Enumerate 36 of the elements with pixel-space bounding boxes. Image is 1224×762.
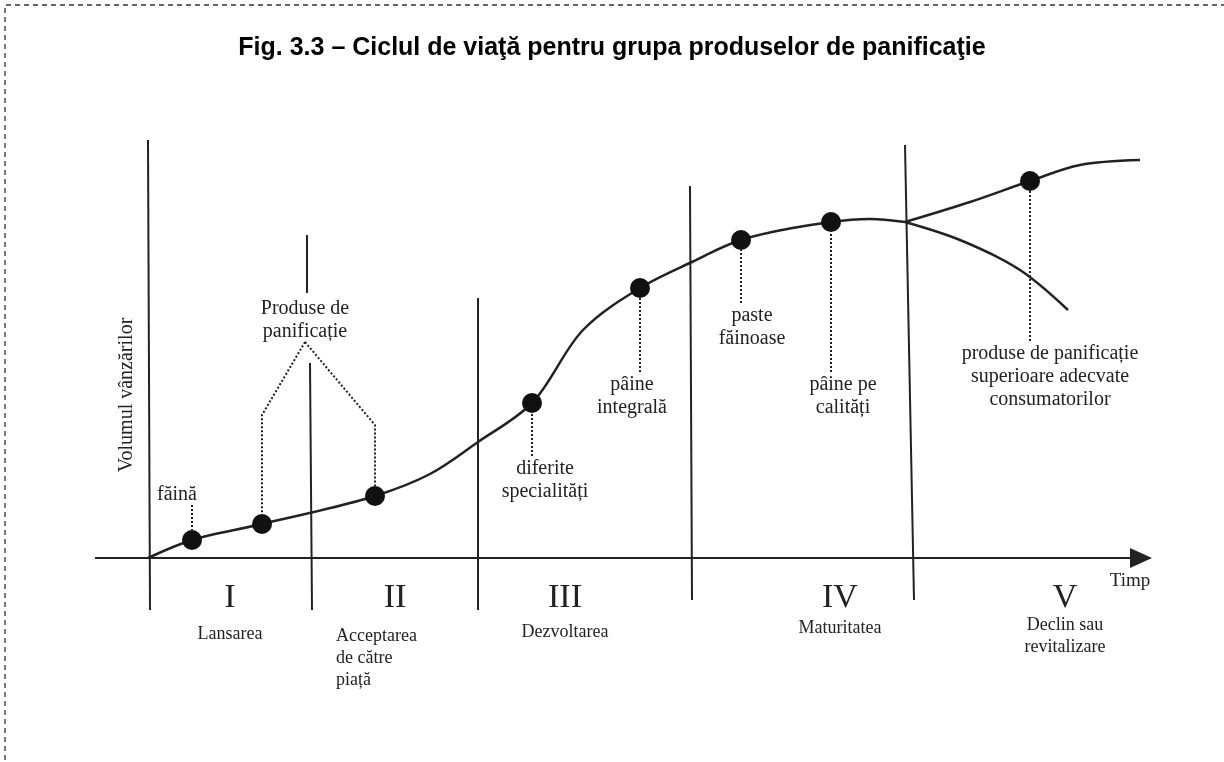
leader-line [639,297,641,373]
leader-line [830,231,832,373]
data-point [630,278,650,298]
figure-title: Fig. 3.3 – Ciclul de viaţă pentru grupa produselor de panificaţie [237,32,987,61]
phase-name: Maturitatea [797,616,883,638]
phase-name: Declin sau revitalizare [1023,613,1107,657]
leader-line [261,341,306,515]
leader-line [531,412,533,457]
callout-text: Produse de panificație [240,296,370,342]
phase-number: I [223,576,237,616]
data-point [365,486,385,506]
callout-text: făină [137,482,217,505]
phase-number: II [382,576,408,616]
data-point [1020,171,1040,191]
phase-number: IV [821,576,859,616]
data-point [731,230,751,250]
phase-number: III [547,576,583,616]
callout-text: pâine pe calități [788,372,898,418]
axis-title: Volumul vânzărilor [113,316,137,475]
leader-line [740,249,742,304]
data-point [821,212,841,232]
leader-line [304,341,376,487]
callout-text: produse de panificație superioare adecvate consumatorilor [952,341,1148,410]
callout-text: pâine integrală [582,372,682,418]
phase-name: Dezvoltarea [520,620,610,642]
phase-number: V [1051,576,1079,616]
callout-text: paste făinoase [697,303,807,349]
leader-line [191,504,193,531]
data-point [252,514,272,534]
data-point [522,393,542,413]
phase-name: Acceptarea de către piață [336,624,418,690]
phase-name: Lansarea [196,622,264,644]
leader-line [1029,190,1031,342]
data-point [182,530,202,550]
axis-title: Timp [1108,568,1152,591]
callout-text: diferite specialități [489,456,601,502]
